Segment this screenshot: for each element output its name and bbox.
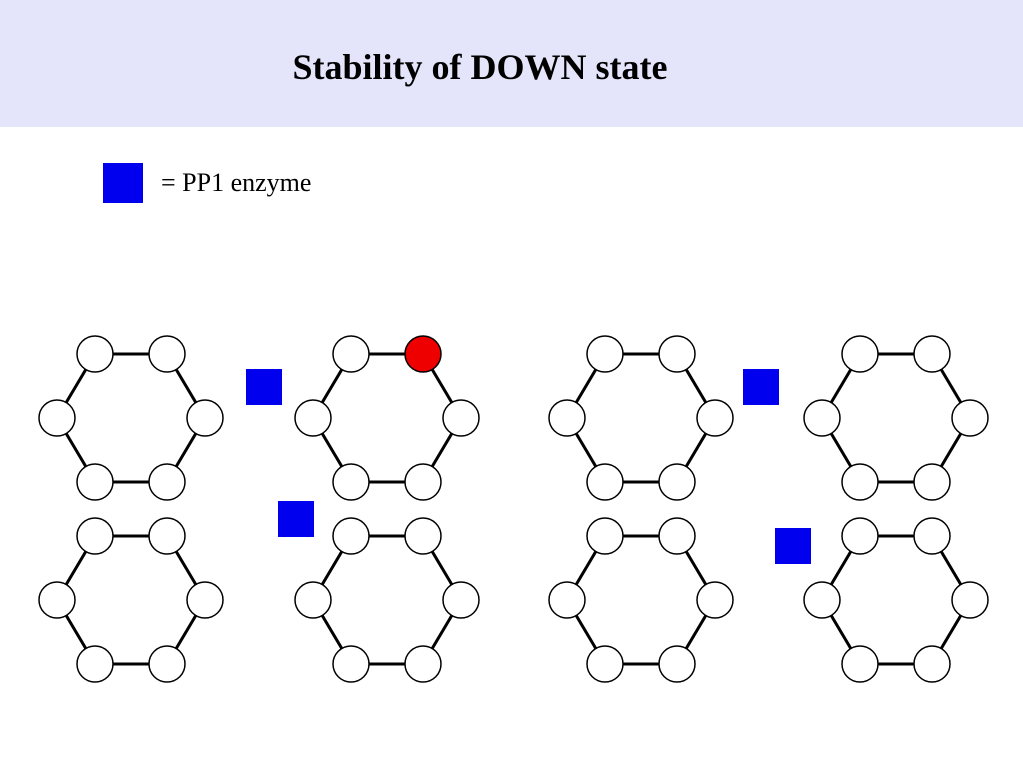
subunit-node [913, 335, 951, 373]
slide-title: Stability of DOWN state [292, 47, 668, 87]
subunit-node [404, 463, 442, 501]
subunit-node [332, 517, 370, 555]
subunit-node [294, 399, 332, 437]
subunit-node [586, 517, 624, 555]
subunit-node [38, 581, 76, 619]
subunit-node [404, 645, 442, 683]
subunit-node [294, 581, 332, 619]
subunit-node [951, 399, 989, 437]
hexagon-ring-right-top-left [548, 335, 734, 501]
subunit-node [696, 581, 734, 619]
pp1-enzyme-square [278, 501, 314, 537]
subunit-node [841, 463, 879, 501]
subunit-node [803, 581, 841, 619]
subunit-node [76, 645, 114, 683]
subunit-node [841, 335, 879, 373]
subunit-node [951, 581, 989, 619]
pp1-enzyme-square [775, 528, 811, 564]
subunit-node [841, 645, 879, 683]
subunit-node [148, 517, 186, 555]
subunit-node [76, 463, 114, 501]
hexagon-ring-left-top-right [294, 335, 480, 501]
subunit-node [841, 517, 879, 555]
subunit-node [658, 645, 696, 683]
subunit-node [658, 463, 696, 501]
subunit-node [696, 399, 734, 437]
subunit-node [803, 399, 841, 437]
subunit-node [548, 581, 586, 619]
subunit-node [442, 581, 480, 619]
subunit-node [332, 645, 370, 683]
subunit-node [76, 335, 114, 373]
hexagon-ring-right-bottom-left [548, 517, 734, 683]
subunit-node [913, 517, 951, 555]
pp1-enzyme-legend-swatch [103, 163, 143, 203]
phosphorylated-subunit-node [404, 335, 442, 373]
subunit-node [148, 645, 186, 683]
hexagon-ring-left-top-left [38, 335, 224, 501]
subunit-node [548, 399, 586, 437]
subunit-node [332, 463, 370, 501]
subunit-node [913, 645, 951, 683]
subunit-node [148, 335, 186, 373]
subunit-node [658, 517, 696, 555]
pp1-enzyme-legend-label: = PP1 enzyme [161, 168, 312, 197]
hexagon-ring-left-bottom-left [38, 517, 224, 683]
subunit-node [586, 463, 624, 501]
subunit-node [586, 335, 624, 373]
subunit-node [586, 645, 624, 683]
subunit-node [913, 463, 951, 501]
subunit-node [38, 399, 76, 437]
subunit-node [442, 399, 480, 437]
title-bar [0, 0, 1023, 127]
hexagon-ring-right-top-right [803, 335, 989, 501]
subunit-node [148, 463, 186, 501]
pp1-enzyme-square [743, 369, 779, 405]
hexagon-ring-right-bottom-right [803, 517, 989, 683]
subunit-node [332, 335, 370, 373]
pp1-enzyme-square [246, 369, 282, 405]
subunit-node [76, 517, 114, 555]
subunit-node [186, 581, 224, 619]
subunit-node [186, 399, 224, 437]
hexagon-ring-left-bottom-right [294, 517, 480, 683]
subunit-node [658, 335, 696, 373]
subunit-node [404, 517, 442, 555]
